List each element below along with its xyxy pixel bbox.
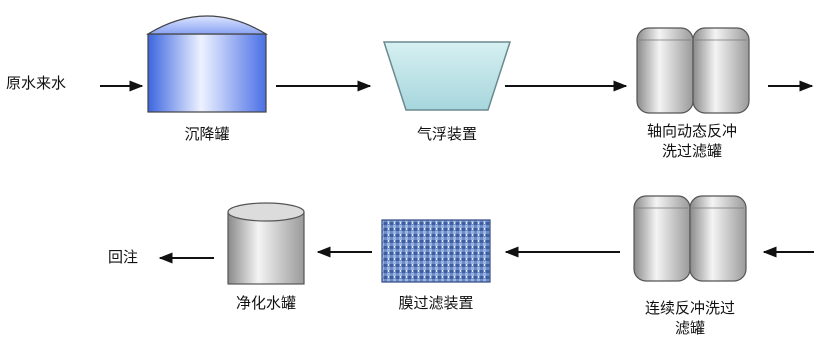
settling-tank-label: 沉降罐 <box>184 125 230 143</box>
membrane-filter-icon <box>381 219 491 283</box>
axial-backwash-filter-label-line1: 轴向动态反冲 <box>646 122 737 140</box>
axial-backwash-filter-label-line2: 洗过滤罐 <box>661 142 722 160</box>
source-label: 原水来水 <box>6 74 67 92</box>
air-flotation-unit-icon <box>382 41 512 111</box>
continuous-backwash-filter-label-line2: 滤罐 <box>674 319 705 337</box>
settling-tank-icon <box>145 15 269 113</box>
air-flotation-label: 气浮装置 <box>416 125 477 143</box>
continuous-backwash-filter-icon <box>633 195 747 282</box>
clean-water-tank-label: 净化水罐 <box>235 294 296 312</box>
continuous-backwash-filter-label-line1: 连续反冲洗过 <box>644 299 735 317</box>
clean-water-tank-icon <box>227 202 305 285</box>
membrane-filter-label: 膜过滤装置 <box>398 294 474 312</box>
continuous-backwash-filter-label: 连续反冲洗过 滤罐 <box>620 298 760 338</box>
axial-backwash-filter-label: 轴向动态反冲 洗过滤罐 <box>622 121 762 161</box>
reinjection-label: 回注 <box>108 248 139 266</box>
axial-backwash-filter-icon <box>636 27 750 114</box>
